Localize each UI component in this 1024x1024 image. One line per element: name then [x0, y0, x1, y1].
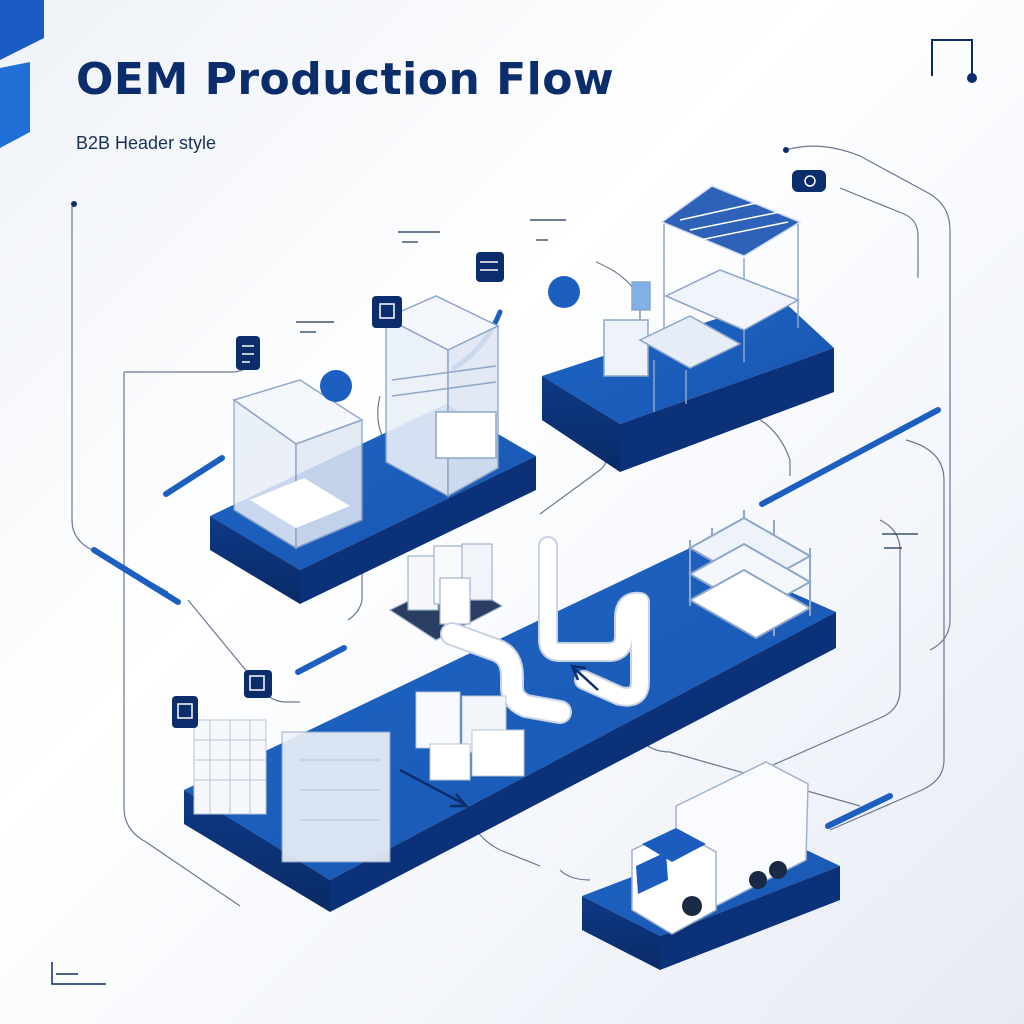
blue-dot-icon: [320, 370, 352, 402]
paper-stacks: [388, 543, 504, 641]
corner-accent-top-left: [0, 0, 44, 148]
checklist-icon: [476, 252, 504, 282]
blue-dot-icon: [548, 276, 580, 308]
delivery-truck: [631, 761, 809, 935]
page-subtitle: B2B Header style: [76, 133, 217, 153]
palletized-goods: [193, 691, 525, 863]
corner-bracket-icon: [931, 39, 977, 83]
conveyor-tube: [440, 536, 650, 724]
document-icon: [172, 696, 198, 728]
document-icon: [244, 670, 272, 698]
glass-enclosure-machine: [232, 379, 364, 550]
storage-racks: [687, 510, 813, 640]
document-icon: [372, 296, 402, 328]
sensor-icon: [71, 201, 77, 207]
corner-bracket-icon: [51, 962, 106, 985]
annotation-squiggles: [296, 219, 918, 549]
camera-icon: [792, 170, 826, 192]
flow-arrows: [399, 664, 599, 808]
tall-enclosure: [384, 295, 500, 498]
gantry-machine: [603, 185, 802, 412]
page-title: OEM Production Flow: [76, 54, 615, 105]
document-icon: [236, 336, 260, 370]
sensor-icon: [783, 147, 789, 153]
